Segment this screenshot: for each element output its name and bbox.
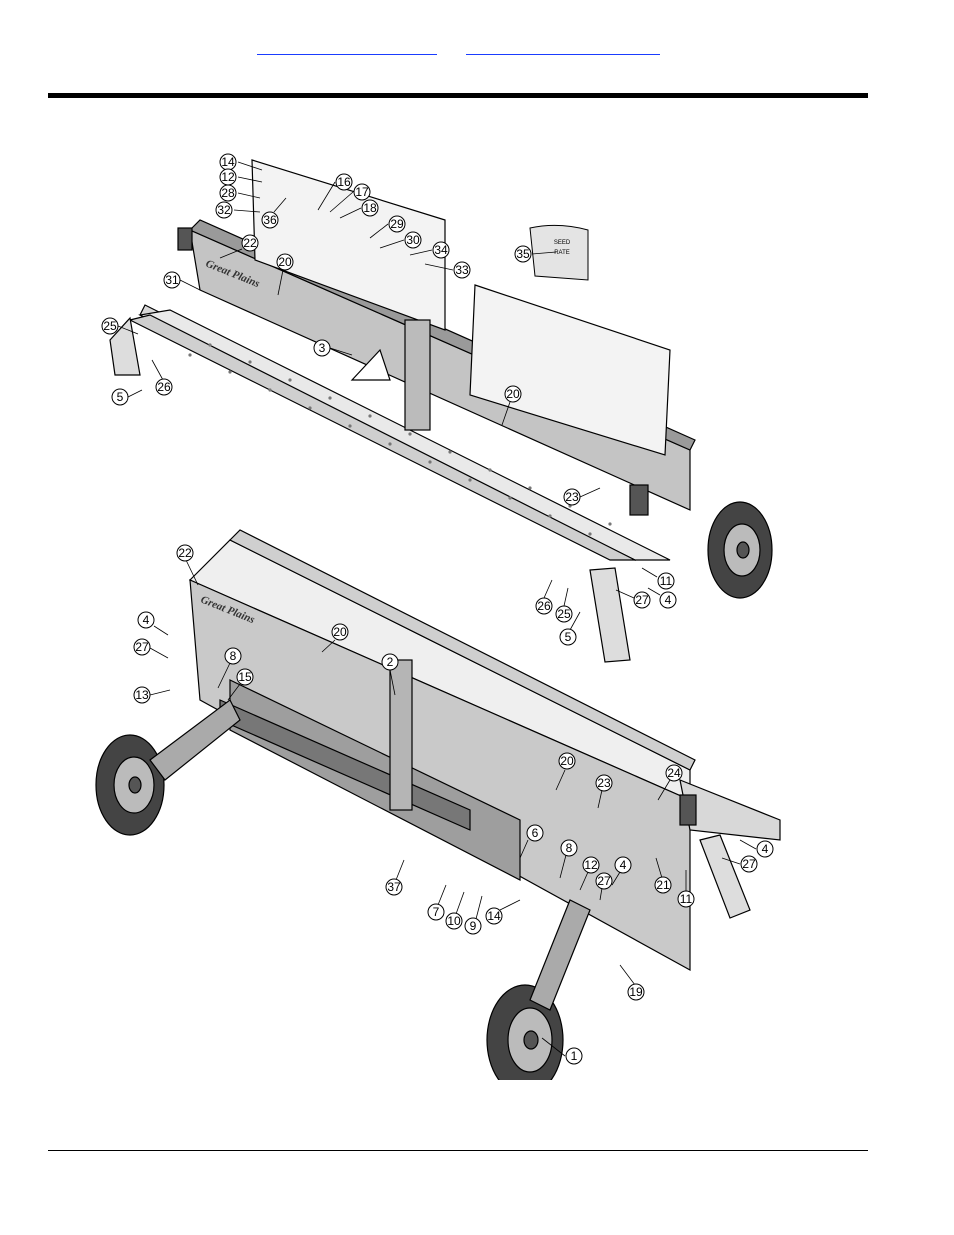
- callout-5a: 5: [112, 389, 142, 405]
- callout-25b: 25: [556, 588, 572, 622]
- svg-text:13: 13: [135, 688, 149, 702]
- callout-19: 19: [620, 965, 644, 1000]
- callout-26b: 26: [536, 580, 552, 614]
- svg-text:31: 31: [165, 273, 179, 287]
- svg-text:4: 4: [665, 593, 672, 607]
- svg-text:5: 5: [565, 630, 572, 644]
- callout-26a: 26: [152, 360, 172, 395]
- parts-diagram: Great Plains SEED RATE Great Plai: [90, 140, 790, 1080]
- seed-rate-decal: SEED RATE: [530, 225, 588, 280]
- header-link-right[interactable]: [466, 38, 660, 55]
- svg-text:20: 20: [506, 387, 520, 401]
- svg-text:3: 3: [319, 341, 326, 355]
- svg-text:14: 14: [487, 909, 501, 923]
- svg-text:6: 6: [532, 826, 539, 840]
- svg-text:20: 20: [560, 754, 574, 768]
- callout-27b: 27: [134, 639, 168, 658]
- svg-text:34: 34: [434, 243, 448, 257]
- svg-text:9: 9: [470, 919, 477, 933]
- svg-text:RATE: RATE: [554, 250, 570, 256]
- svg-text:37: 37: [387, 880, 401, 894]
- svg-text:36: 36: [263, 213, 277, 227]
- svg-text:SEED: SEED: [554, 240, 571, 246]
- svg-text:8: 8: [230, 649, 237, 663]
- callout-9: 9: [465, 896, 482, 934]
- svg-text:12: 12: [584, 858, 598, 872]
- svg-text:27: 27: [635, 593, 649, 607]
- svg-text:15: 15: [238, 670, 252, 684]
- svg-text:4: 4: [620, 858, 627, 872]
- svg-text:20: 20: [278, 255, 292, 269]
- svg-text:32: 32: [217, 203, 231, 217]
- svg-text:23: 23: [565, 490, 579, 504]
- svg-text:20: 20: [333, 625, 347, 639]
- svg-text:4: 4: [762, 842, 769, 856]
- svg-text:4: 4: [143, 613, 150, 627]
- svg-text:33: 33: [455, 263, 469, 277]
- callout-23a: 23: [564, 488, 600, 505]
- callout-14b: 14: [486, 900, 520, 924]
- svg-text:19: 19: [629, 985, 643, 999]
- svg-text:18: 18: [363, 201, 377, 215]
- svg-text:29: 29: [390, 217, 404, 231]
- svg-text:22: 22: [178, 546, 192, 560]
- callout-31: 31: [164, 272, 200, 290]
- callout-11a: 11: [642, 568, 674, 589]
- svg-text:10: 10: [447, 914, 461, 928]
- svg-text:24: 24: [667, 766, 681, 780]
- svg-text:28: 28: [221, 186, 235, 200]
- callout-7: 7: [428, 885, 446, 920]
- svg-text:25: 25: [103, 319, 117, 333]
- callout-10: 10: [446, 892, 464, 929]
- svg-text:11: 11: [660, 574, 673, 588]
- callout-13: 13: [134, 687, 170, 703]
- svg-text:27: 27: [135, 640, 149, 654]
- svg-text:8: 8: [566, 841, 573, 855]
- svg-text:26: 26: [537, 599, 551, 613]
- header-rule: [48, 93, 868, 98]
- callout-22b: 22: [177, 545, 198, 585]
- callout-4b: 4: [138, 612, 168, 635]
- lower-view: Great Plains: [96, 530, 780, 1080]
- callout-37: 37: [386, 860, 404, 895]
- svg-text:17: 17: [355, 185, 369, 199]
- svg-text:23: 23: [597, 776, 611, 790]
- svg-text:25: 25: [557, 607, 571, 621]
- svg-text:12: 12: [221, 170, 235, 184]
- callout-4c: 4: [740, 840, 773, 857]
- svg-text:7: 7: [433, 905, 440, 919]
- callout-4a: 4: [648, 588, 676, 608]
- svg-text:21: 21: [656, 878, 670, 892]
- svg-text:11: 11: [680, 892, 693, 906]
- svg-text:30: 30: [406, 233, 420, 247]
- svg-text:27: 27: [597, 874, 611, 888]
- svg-text:2: 2: [387, 655, 394, 669]
- svg-text:27: 27: [742, 857, 756, 871]
- svg-text:35: 35: [516, 247, 530, 261]
- svg-text:16: 16: [337, 175, 351, 189]
- svg-text:26: 26: [157, 380, 171, 394]
- svg-text:14: 14: [221, 155, 235, 169]
- footer-rule: [48, 1150, 868, 1151]
- svg-text:1: 1: [571, 1049, 578, 1063]
- svg-text:22: 22: [243, 236, 257, 250]
- header-link-left[interactable]: [257, 38, 437, 55]
- svg-text:5: 5: [117, 390, 124, 404]
